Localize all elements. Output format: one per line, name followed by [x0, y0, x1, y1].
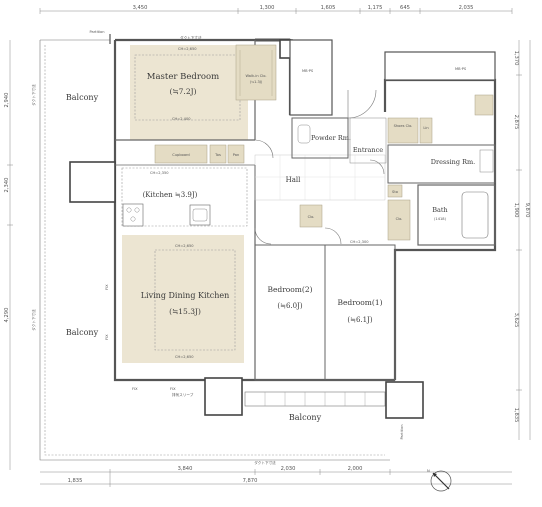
bedroom1-closet-label: Clo.: [396, 217, 403, 221]
ldk-area: (≒15.3J): [169, 307, 201, 316]
kitchen: CH=2,350 (Kitchen ≒3.9J): [121, 167, 248, 227]
partition-label-bottom: Partition: [400, 425, 404, 440]
bedroom2-label: Bedroom(2): [267, 285, 312, 294]
balcony-outline: Partition Partition Balcony Balcony Balc…: [39, 30, 404, 461]
kitchen-sink: [189, 204, 211, 226]
bedroom-2: Bedroom(2) (≒6.0J): [254, 244, 326, 381]
hall-storage: Sto Clo. Clo.: [299, 184, 411, 241]
bedroom-1: CH=2,300 Bedroom(1) (≒6.1J): [324, 240, 396, 381]
hall-label: Hall: [286, 176, 302, 184]
top-eave-note: ダクト下寸法: [180, 35, 202, 40]
pillar-bottom-left: [204, 377, 243, 416]
toilet: [297, 124, 311, 144]
dim-right-5: 1,835: [513, 408, 519, 423]
bath: Bath (1418): [417, 184, 496, 246]
partition-label-top: Partition: [90, 30, 105, 34]
dressing-room-label: Dressing Rm.: [431, 158, 475, 166]
mbps-left-label: MB·PS: [302, 69, 314, 73]
balcony-bottom-label: Balcony: [289, 413, 322, 422]
dim-top-5: 645: [400, 5, 410, 11]
dim-right-2: 2,875: [513, 115, 519, 130]
hall: Hall: [254, 154, 386, 201]
storage-label: Sto: [392, 190, 398, 194]
fix-label-bottom-1: FIX: [132, 387, 138, 391]
master-bedroom-area: (≒7.2J): [169, 87, 196, 96]
balcony-left-bottom-label: Balcony: [66, 328, 99, 337]
bottom-dimension-line: 3,840 2,030 2,000 7,870 1,835 ダクト下寸法: [40, 460, 512, 487]
dim-top-3: 1,605: [321, 5, 336, 11]
bedroom1-label: Bedroom(1): [337, 298, 382, 307]
dim-right-4: 3,625: [513, 313, 519, 328]
entrance: Entrance Shoes Clo. Lin: [349, 117, 433, 164]
bedroom2-area: (≒6.0J): [277, 302, 303, 310]
bath-size-label: (1418): [434, 217, 447, 221]
dim-top-1: 3,450: [133, 5, 148, 11]
entrance-label: Entrance: [353, 146, 383, 154]
mbps-right-shaft: MB·PS: [384, 51, 496, 81]
left-eave-note-2: ダクト下寸法: [31, 309, 36, 331]
bedroom2-closet-label: Clo.: [308, 215, 315, 219]
dim-left-3: 4,290: [4, 308, 10, 323]
compass-north-label: N: [427, 469, 430, 473]
powder-room: Powder Rm.: [291, 117, 351, 159]
bedroom1-area: (≒6.1J): [347, 316, 373, 324]
walkin-closet: Walk-in Clo. (≒1.3J): [235, 44, 277, 101]
master-bedroom-label: Master Bedroom: [147, 72, 219, 82]
ldk-label: Living Dining Kitchen: [141, 291, 230, 300]
compass: N: [427, 469, 452, 492]
walkin-area-label: (≒1.3J): [250, 80, 263, 84]
dressing-room: Dressing Rm.: [387, 94, 496, 184]
dim-bottom-1: 3,840: [178, 466, 193, 472]
mbps-left-shaft: MB·PS: [289, 39, 333, 116]
walkin-closet-label: Walk-in Clo.: [245, 74, 266, 78]
master-ch-label-2: CH=2,400: [172, 117, 191, 121]
ldk-ch-label-2: CH=2,650: [175, 355, 194, 359]
dim-top-4: 1,175: [368, 5, 383, 11]
balcony-left-top-label: Balcony: [66, 93, 99, 102]
dim-right-total: 9,870: [524, 203, 530, 218]
dim-left-1: 2,940: [4, 93, 10, 108]
duct-label: 排気スリーブ: [172, 392, 194, 397]
bedroom1-ch-label: CH=2,300: [350, 240, 369, 244]
master-bedroom: CH=2,650 CH=2,400 Master Bedroom (≒7.2J): [130, 45, 248, 140]
cupboard-label: Cupboard: [172, 153, 189, 157]
bottom-eave-note: ダクト下寸法: [254, 460, 276, 465]
fix-label-left-1: FIX: [105, 284, 109, 290]
bath-label: Bath: [432, 206, 447, 214]
left-eave-note-1: ダクト下寸法: [31, 84, 36, 106]
fix-label-left-2: FIX: [105, 334, 109, 340]
dim-right-3: 1,900: [513, 203, 519, 218]
washbasin: [479, 149, 494, 173]
kitchen-ch-label: CH=2,350: [150, 171, 169, 175]
ldk-ch-label: CH=2,650: [175, 244, 194, 248]
bathtub: [461, 191, 489, 239]
top-dimension-line: 3,450 1,300 1,605 1,175 645 2,035: [39, 5, 513, 14]
stove: [122, 203, 144, 227]
cupboard-row: Cupboard Tos Pan: [154, 144, 245, 164]
dim-bottom-total: 7,870: [243, 478, 258, 484]
dim-bottom-2: 2,030: [281, 466, 296, 472]
right-dimension-line: 1,370 2,875 1,900 3,625 1,835 9,870: [513, 40, 531, 440]
dim-top-2: 1,300: [260, 5, 275, 11]
dim-bottom-3: 2,000: [348, 466, 363, 472]
master-ch-label: CH=2,650: [178, 47, 197, 51]
left-dimension-line: 2,940 2,340 4,290 ダクト下寸法 ダクト下寸法: [4, 40, 36, 470]
dim-right-1: 1,370: [513, 51, 519, 66]
dim-bottom-left: 1,835: [68, 478, 83, 484]
shoes-closet-label: Shoes Clo.: [394, 124, 413, 128]
linen-label-1: Lin: [423, 126, 428, 130]
pillar-left: [69, 161, 116, 203]
dim-left-2: 2,340: [4, 178, 10, 193]
mbps-right-label: MB·PS: [455, 67, 467, 71]
living-dining-kitchen: CH=2,650 CH=2,650 Living Dining Kitchen …: [105, 235, 244, 397]
kitchen-area-label: (Kitchen ≒3.9J): [143, 191, 198, 199]
tos-label: Tos: [214, 153, 221, 157]
powder-room-label: Powder Rm.: [311, 134, 351, 142]
doors: [254, 89, 385, 245]
dim-top-6: 2,035: [459, 5, 474, 11]
pan-label: Pan: [233, 153, 240, 157]
pillar-bottom-right: [385, 381, 424, 419]
fix-label-bottom-2: FIX: [170, 387, 176, 391]
